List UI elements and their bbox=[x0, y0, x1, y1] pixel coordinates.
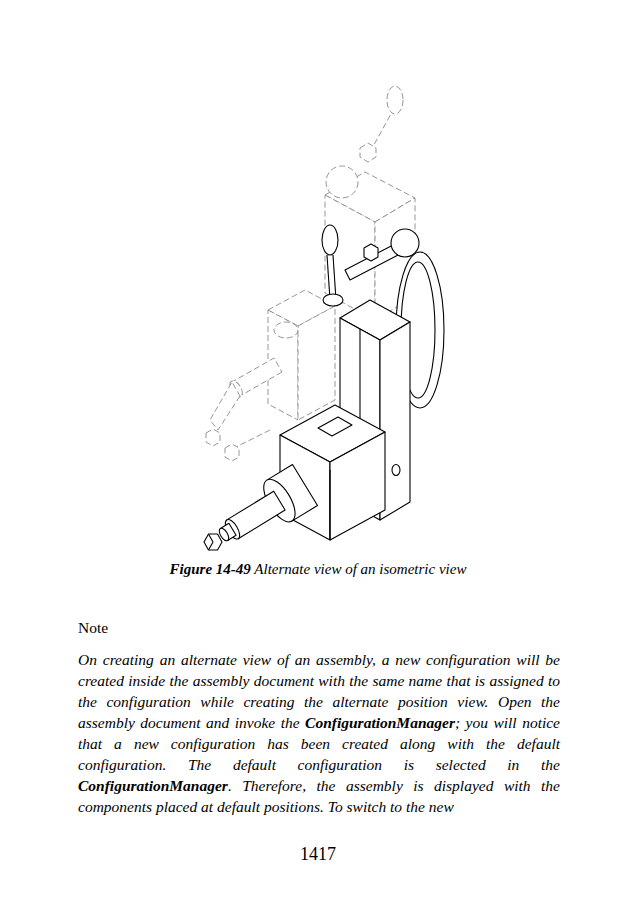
page-number: 1417 bbox=[0, 843, 636, 865]
bold-term: ConfigurationManager bbox=[305, 714, 455, 731]
note-heading: Note bbox=[78, 617, 278, 638]
bold-term: ConfigurationManager bbox=[78, 777, 228, 794]
note-body: On creating an alternate view of an asse… bbox=[78, 649, 560, 817]
caption-number: Figure 14-49 bbox=[170, 561, 251, 577]
assembly-main bbox=[204, 225, 444, 550]
caption-text: Alternate view of an isometric view bbox=[251, 561, 467, 577]
figure-caption: Figure 14-49 Alternate view of an isomet… bbox=[0, 561, 636, 578]
